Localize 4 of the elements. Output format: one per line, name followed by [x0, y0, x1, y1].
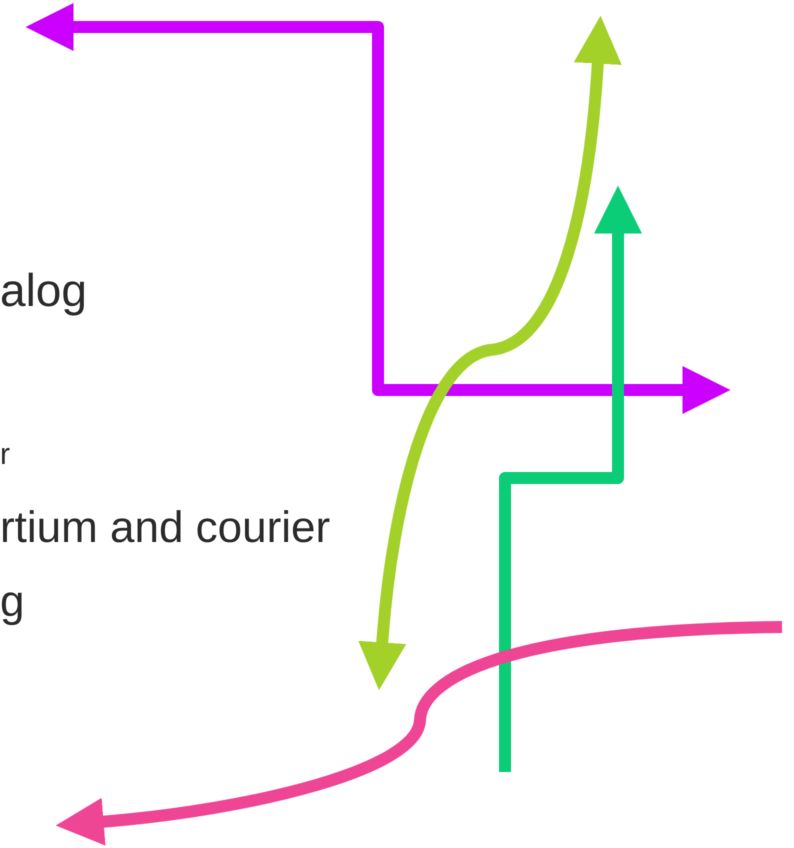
text-fragment: rtium and courier — [0, 502, 330, 554]
text-fragment: g — [0, 576, 24, 628]
text-fragment: alog — [0, 263, 87, 318]
text-fragment: r — [0, 437, 10, 473]
